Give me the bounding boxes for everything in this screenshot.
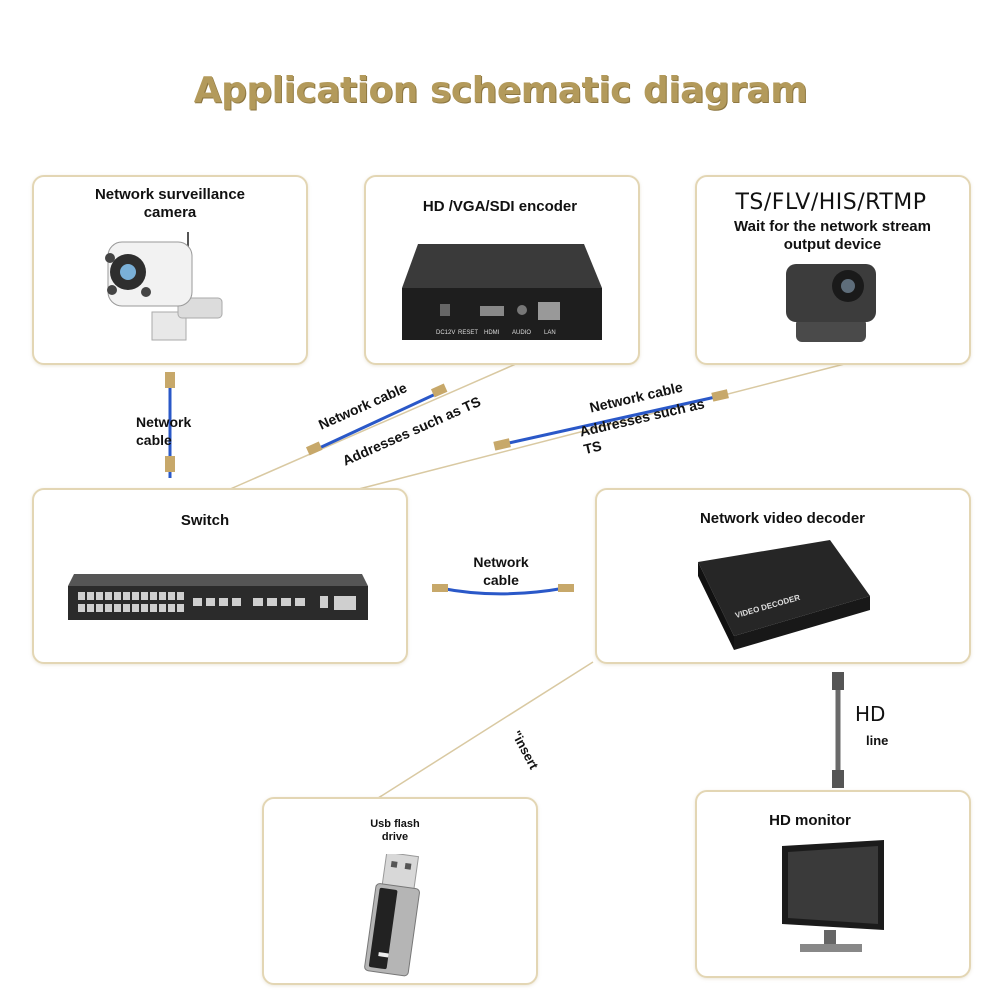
svg-text:HDMI: HDMI	[484, 330, 500, 336]
hd-label: HD	[855, 702, 886, 726]
hd-line-label: line	[866, 733, 889, 748]
output-switch-cable	[493, 389, 729, 451]
switch-decoder-cable	[432, 584, 574, 596]
monitor-label: HD monitor	[769, 812, 851, 829]
decoder-device: VIDEO DECODER	[694, 540, 870, 650]
monitor-device	[782, 840, 884, 952]
usb-label: Usb flash drive	[370, 818, 420, 844]
camera-label: Network surveillance camera	[94, 186, 246, 221]
decoder-label: Network video decoder	[699, 510, 866, 527]
encoder-device: DC12V RESET HDMI AUDIO LAN	[398, 238, 604, 342]
switch-device	[68, 574, 368, 620]
camera-device	[105, 232, 223, 341]
svg-text:RESET: RESET	[458, 330, 478, 336]
output-protocols: TS/FLV/HIS/RTMP	[735, 190, 927, 215]
switch-label: Switch	[180, 512, 230, 529]
output-label: Wait for the network stream output devic…	[734, 218, 931, 253]
usb-device	[364, 854, 420, 977]
hd-line-cable	[832, 672, 844, 788]
svg-text:DC12V: DC12V	[436, 330, 455, 336]
svg-text:LAN: LAN	[544, 330, 556, 336]
diagram-title: Application schematic diagram	[193, 70, 808, 111]
output-device	[786, 264, 876, 342]
encoder-label: HD /VGA/SDI encoder	[422, 198, 578, 215]
camera-switch-cable	[165, 372, 175, 478]
encoder-switch-cable	[305, 383, 448, 456]
camera-switch-cable-label: Network cable	[136, 414, 192, 448]
switch-decoder-cable-label: Network cable	[473, 554, 529, 588]
svg-text:AUDIO: AUDIO	[512, 330, 531, 336]
